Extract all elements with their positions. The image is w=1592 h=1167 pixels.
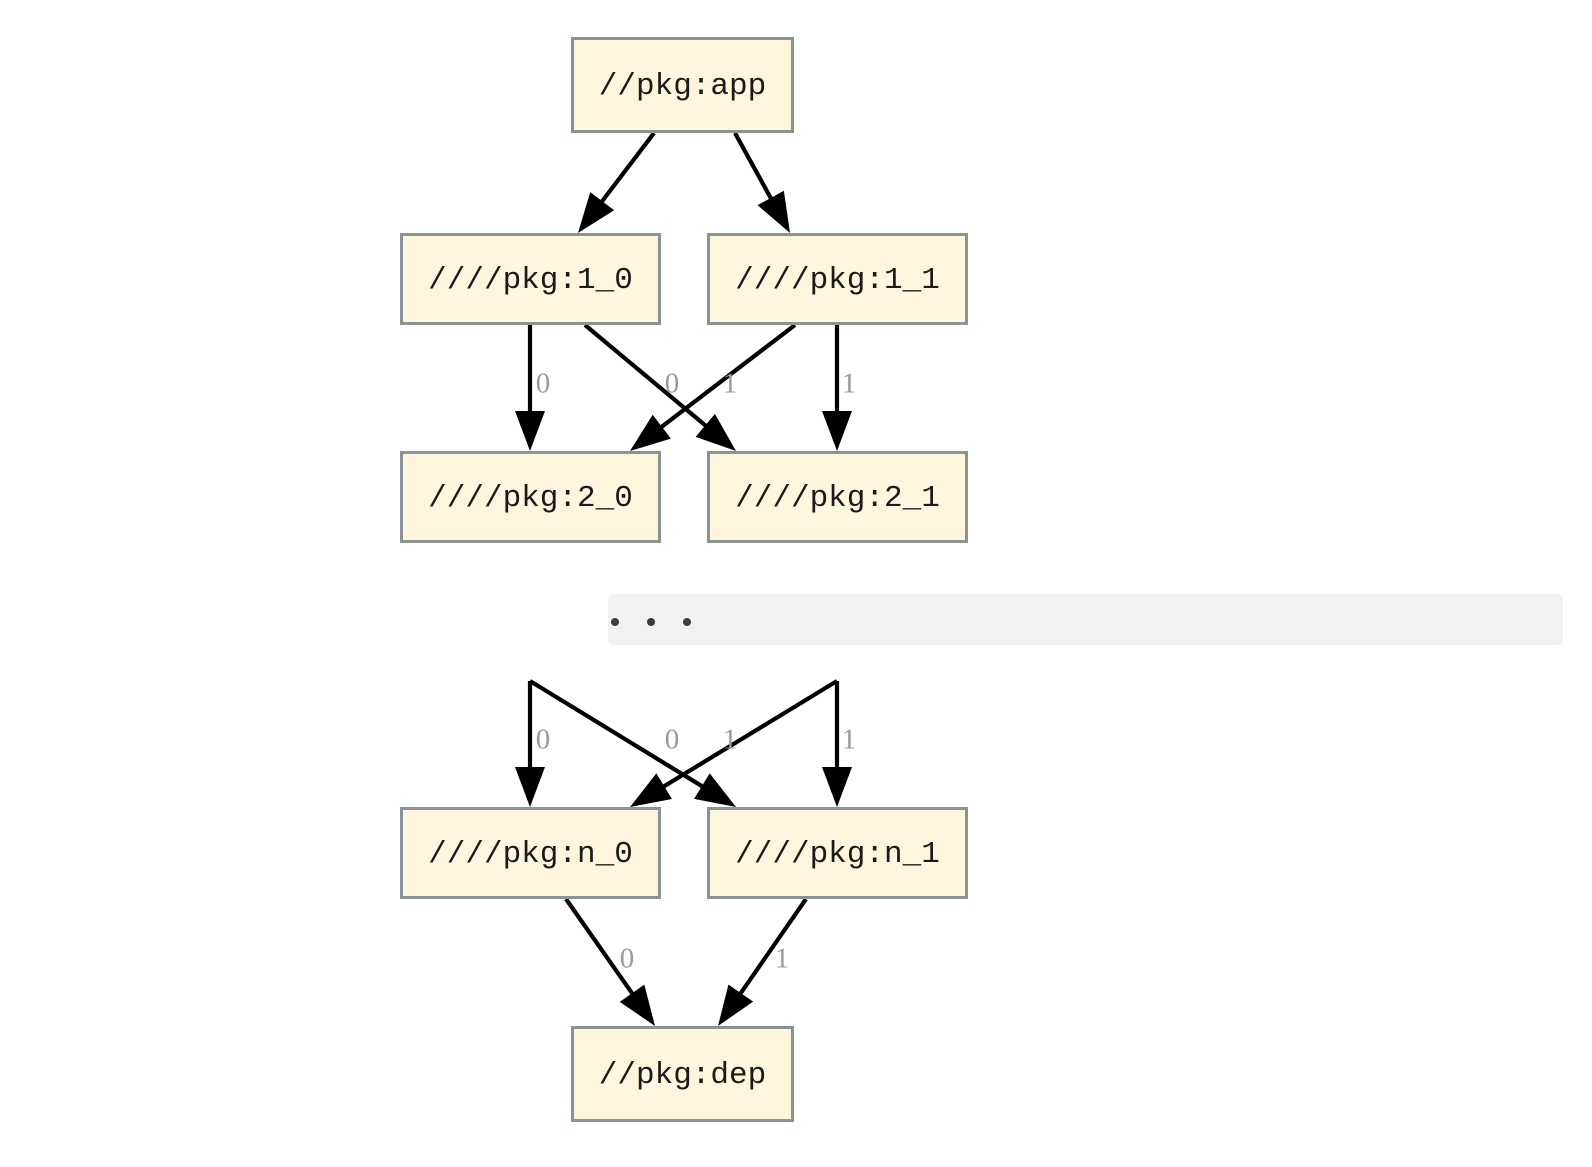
edge-arrowhead (695, 413, 736, 451)
graph-edge (822, 681, 852, 807)
node-box[interactable] (571, 1026, 794, 1122)
ellipsis-dot-0 (611, 618, 619, 626)
graph-edge (515, 681, 545, 807)
edge-line (583, 323, 714, 433)
graph-edge (630, 679, 839, 807)
graph-edge (528, 679, 736, 807)
node-box[interactable] (400, 233, 661, 325)
ellipsis-layer (608, 594, 1563, 645)
node-label: //pkg:dep (599, 1058, 766, 1093)
edge-line (653, 323, 797, 434)
graph-node-nn_1[interactable]: ////pkg:n_1 (707, 807, 968, 899)
edge-arrowhead (630, 414, 671, 451)
edge-arrowhead (822, 767, 852, 807)
node-label: ////pkg:2_0 (428, 481, 633, 516)
edge-label: 1 (723, 724, 738, 756)
edge-line (655, 679, 839, 793)
edge-label: 0 (665, 724, 680, 756)
edge-arrowhead (515, 411, 545, 451)
graph-node-n1_1[interactable]: ////pkg:1_1 (707, 233, 968, 325)
node-label: ////pkg:2_1 (735, 481, 940, 516)
node-label: ////pkg:n_1 (735, 837, 940, 872)
ellipsis-dot-2 (683, 618, 691, 626)
node-box[interactable] (400, 807, 661, 899)
node-box[interactable] (571, 37, 794, 133)
edge-line (564, 897, 639, 1002)
edge-arrowhead (515, 767, 545, 807)
edge-arrowhead (578, 192, 615, 233)
ellipsis-band (608, 594, 1563, 645)
node-label: ////pkg:n_0 (428, 837, 633, 872)
graph-node-nn_0[interactable]: ////pkg:n_0 (400, 807, 661, 899)
edge-arrowhead (619, 984, 655, 1026)
graph-edge (578, 131, 656, 233)
edge-label: 1 (723, 368, 738, 400)
graph-edge (822, 325, 852, 451)
edge-label: 0 (536, 368, 551, 400)
edges-layer (515, 131, 852, 1026)
edge-arrowhead (694, 773, 736, 807)
edge-label: 1 (775, 943, 790, 975)
edge-arrowhead (822, 411, 852, 451)
graph-node-n2_1[interactable]: ////pkg:2_1 (707, 451, 968, 543)
graph-node-n1_0[interactable]: ////pkg:1_0 (400, 233, 661, 325)
node-label: ////pkg:1_1 (735, 263, 940, 298)
edge-arrowhead (630, 773, 672, 807)
nodes-layer: //pkg:app ////pkg:1_0 ////pkg:1_1 ////pkg:2… (400, 37, 968, 1122)
node-box[interactable] (707, 233, 968, 325)
node-box[interactable] (707, 451, 968, 543)
node-box[interactable] (400, 451, 661, 543)
ellipsis-dot-1 (647, 618, 655, 626)
edge-line (528, 679, 711, 793)
edge-arrowhead (757, 190, 790, 233)
graph-edge (515, 325, 545, 451)
graph-node-app[interactable]: //pkg:app (571, 37, 794, 133)
edge-line (734, 897, 808, 1002)
edge-label: 0 (536, 724, 551, 756)
edge-label: 1 (842, 368, 857, 400)
edge-arrowhead (718, 984, 754, 1026)
graph-edge (564, 897, 655, 1026)
edge-line (595, 131, 656, 210)
edge-label: 0 (620, 943, 635, 975)
graph-edge (583, 323, 736, 451)
graph-node-dep[interactable]: //pkg:dep (571, 1026, 794, 1122)
edge-label: 1 (842, 724, 857, 756)
edge-label: 0 (665, 368, 680, 400)
node-box[interactable] (707, 807, 968, 899)
edge-labels-layer: 0 0 1 1 0 0 1 1 0 1 (536, 368, 857, 975)
graph-edge (718, 897, 808, 1026)
graph-node-n2_0[interactable]: ////pkg:2_0 (400, 451, 661, 543)
edge-line (733, 131, 777, 207)
node-label: //pkg:app (599, 69, 766, 104)
node-label: ////pkg:1_0 (428, 263, 633, 298)
graph-edge (630, 323, 797, 451)
graph-edge (733, 131, 790, 233)
